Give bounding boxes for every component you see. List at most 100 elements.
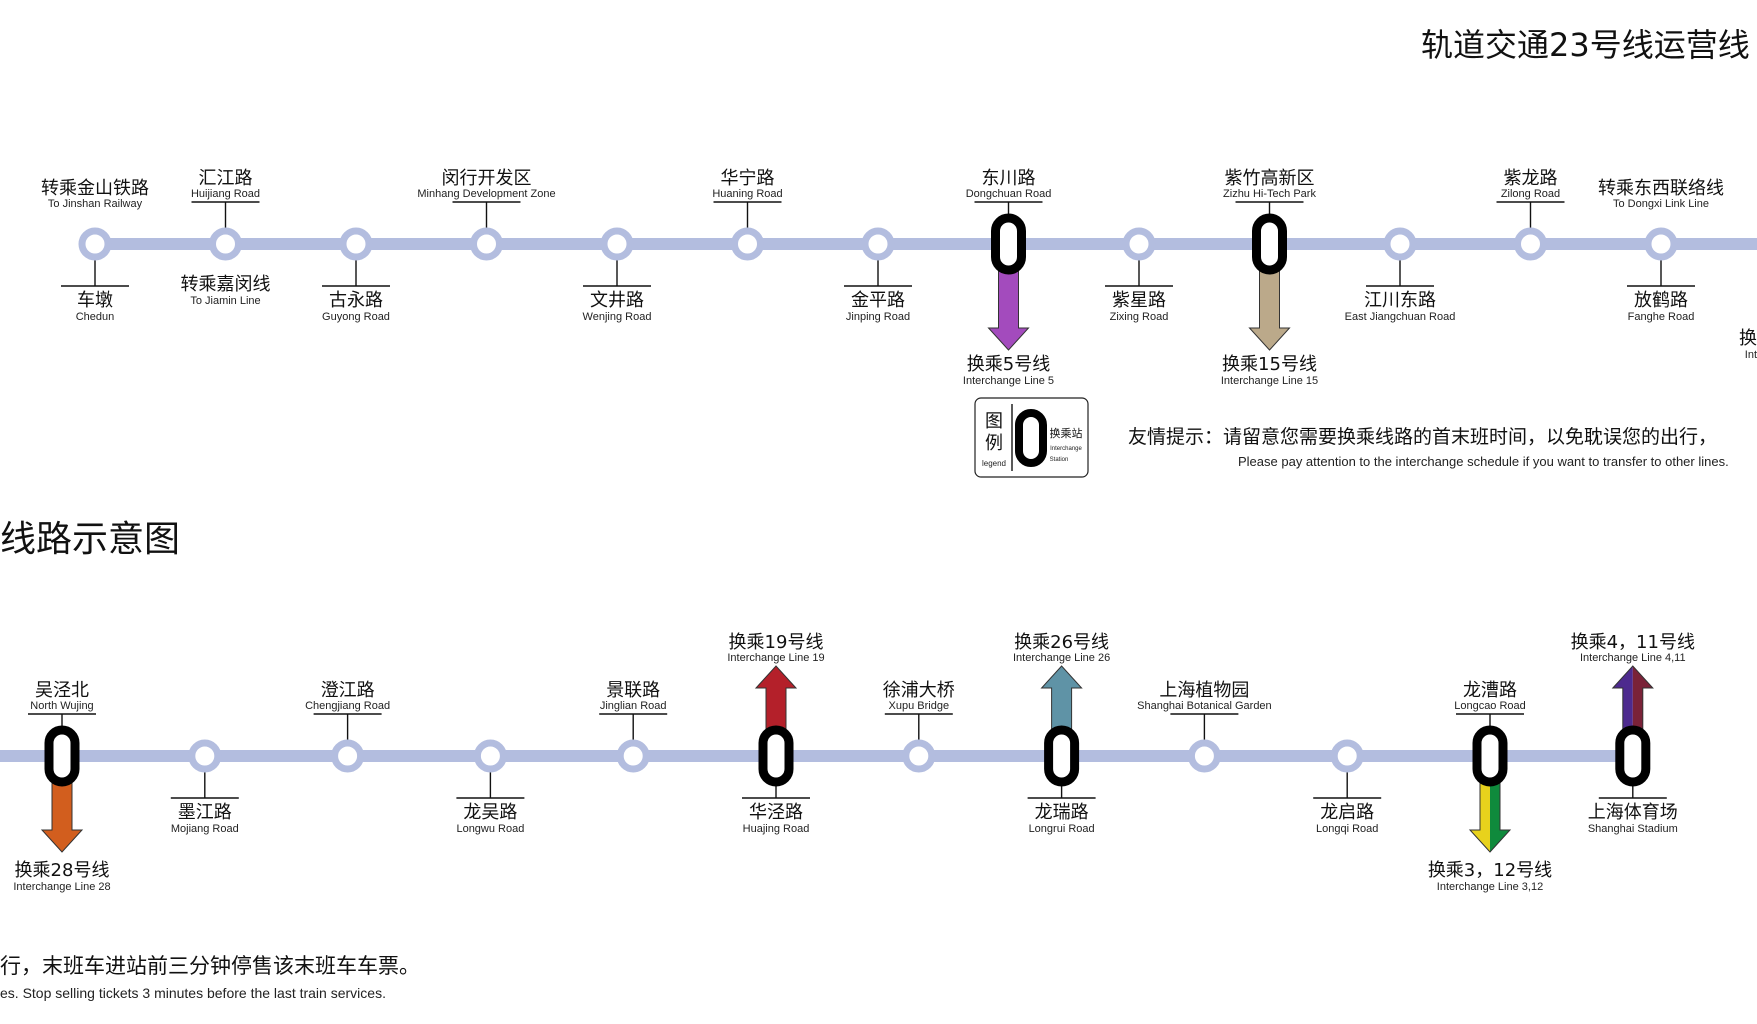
row-1-track [95, 238, 1757, 250]
station-mojiang-en: Mojiang Road [171, 823, 239, 835]
station-stadium-en: Shanghai Stadium [1588, 823, 1678, 835]
station-zizhu-interchange-marker [1252, 213, 1287, 275]
station-wenjing-en: Wenjing Road [583, 311, 652, 323]
transfer-dongxi-en: To Dongxi Link Line [1613, 198, 1709, 210]
station-jinglian-marker [616, 739, 650, 773]
legend-interchange-icon [1015, 409, 1047, 467]
station-huaning-marker [731, 227, 764, 261]
station-north-wujing-interchange-marker [44, 725, 80, 787]
station-dongchuan-en: Dongchuan Road [966, 188, 1052, 200]
station-huijiang-marker [209, 227, 242, 261]
station-zizhu-cn: 紫竹高新区 [1225, 168, 1315, 189]
station-wenjing-cn: 文井路 [590, 290, 644, 311]
station-huaning-en: Huaning Road [712, 188, 782, 200]
station-botanical-cn: 上海植物园 [1159, 680, 1249, 701]
station-minhang-dev-cn: 闵行开发区 [442, 168, 532, 189]
station-zixing-marker [1122, 227, 1156, 261]
station-longcao-cn: 龙漕路 [1463, 680, 1517, 701]
station-jinping-marker [861, 227, 895, 261]
station-jinping-cn: 金平路 [851, 290, 905, 311]
interchange-line26-cn: 换乘26号线 [1014, 632, 1109, 653]
station-jinping-en: Jinping Road [846, 311, 910, 323]
transfer-jiamin-cn: 转乘嘉闵线 [181, 274, 271, 295]
station-longwu-cn: 龙吴路 [463, 802, 517, 823]
station-guyong-cn: 古永路 [329, 290, 383, 311]
station-huajing-cn: 华泾路 [749, 802, 803, 823]
station-longwu-en: Longwu Road [456, 823, 524, 835]
station-zixing-en: Zixing Road [1110, 311, 1169, 323]
notice-cn-2: 行，末班车进站前三分钟停售该末班车车票。 [0, 954, 420, 978]
station-guyong-en: Guyong Road [322, 311, 390, 323]
legend-label-en: legend [982, 459, 1006, 468]
station-longqi-marker [1330, 739, 1364, 773]
interchange-line15-en: Interchange Line 15 [1221, 375, 1318, 387]
station-xupu-bridge-marker [902, 739, 936, 773]
arrow-line3-12 [1468, 782, 1512, 853]
station-longqi-en: Longqi Road [1316, 823, 1378, 835]
interchange-line15-cn: 换乘15号线 [1222, 354, 1317, 375]
transfer-jinshan-cn: 转乘金山铁路 [41, 178, 149, 199]
station-zilong-cn: 紫龙路 [1504, 168, 1558, 189]
station-fanghe-marker [1644, 227, 1678, 261]
station-longcao-en: Longcao Road [1454, 700, 1526, 712]
arrow-line28 [40, 782, 84, 853]
transfer-jiamin-en: To Jiamin Line [190, 295, 260, 307]
station-longrui-interchange-marker [1044, 725, 1080, 787]
station-longwu-marker [473, 739, 507, 773]
station-zizhu-en: Zizhu Hi-Tech Park [1223, 188, 1316, 200]
station-chedun-en: Chedun [76, 311, 115, 323]
station-longqi-cn: 龙启路 [1320, 802, 1374, 823]
station-botanical-marker [1187, 739, 1221, 773]
station-jinglian-cn: 景联路 [606, 680, 660, 701]
station-huajing-en: Huajing Road [743, 823, 810, 835]
notice-cn-1: 友情提示：请留意您需要换乘线路的首末班时间，以免耽误您的出行， [1128, 426, 1717, 448]
station-dongchuan-interchange-marker [991, 213, 1026, 275]
station-xupu-bridge-en: Xupu Bridge [889, 700, 950, 712]
legend-label-cn-1: 图 [985, 411, 1003, 432]
title-top: 轨道交通23号线运营线 [1421, 26, 1750, 64]
station-chengjiang-marker [331, 739, 365, 773]
station-mojiang-marker [188, 739, 222, 773]
arrow-line19 [754, 665, 798, 730]
station-north-wujing-en: North Wujing [30, 700, 93, 712]
station-longcao-interchange-marker [1472, 725, 1508, 787]
station-botanical-en: Shanghai Botanical Garden [1137, 700, 1272, 712]
cut-label-en: Int [1745, 349, 1757, 361]
station-jinglian-en: Jinglian Road [600, 700, 667, 712]
station-dongchuan-cn: 东川路 [982, 168, 1036, 189]
interchange-line3-12-en: Interchange Line 3,12 [1437, 881, 1543, 893]
arrow-line4-11 [1611, 665, 1654, 730]
legend-label-cn-2: 例 [985, 433, 1003, 454]
legend-item-cn: 换乘站 [1050, 426, 1083, 440]
title-bottom: 线路示意图 [0, 519, 180, 560]
station-huajing-interchange-marker [758, 725, 794, 787]
transfer-jinshan-en: To Jinshan Railway [48, 198, 143, 210]
station-wenjing-marker [600, 227, 634, 261]
interchange-line19-cn: 换乘19号线 [729, 632, 824, 653]
station-east-jiangchuan-en: East Jiangchuan Road [1345, 311, 1456, 323]
station-east-jiangchuan-cn: 江川东路 [1364, 290, 1436, 311]
station-north-wujing-cn: 吴泾北 [35, 680, 89, 701]
